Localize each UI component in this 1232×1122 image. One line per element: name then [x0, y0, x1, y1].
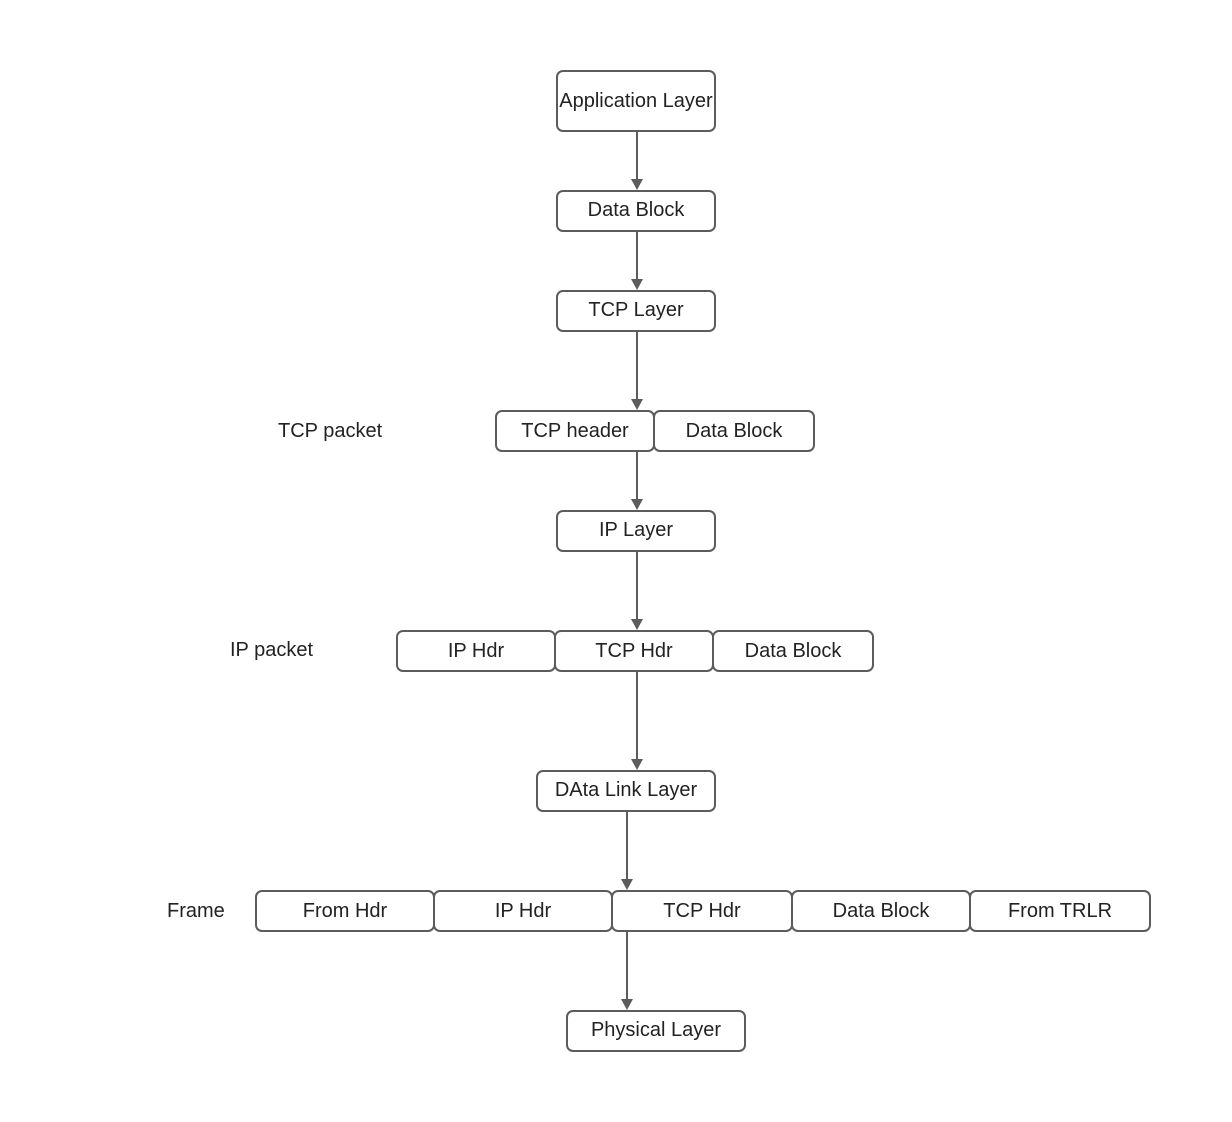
node-data-block[interactable]: Data Block	[556, 190, 716, 232]
arrow-ip-packet-to-data-link	[631, 672, 643, 770]
arrow-head-icon	[621, 999, 633, 1010]
cell-frame-0[interactable]: From Hdr	[255, 890, 435, 932]
arrow-shaft	[626, 932, 628, 1000]
node-data-link-layer[interactable]: DAta Link Layer	[536, 770, 716, 812]
arrow-shaft	[636, 452, 638, 500]
node-label: Physical Layer	[590, 1019, 722, 1042]
arrow-head-icon	[631, 179, 643, 190]
cell-label: Data Block	[685, 419, 783, 442]
cell-label: Data Block	[832, 899, 930, 922]
node-label: TCP Layer	[588, 299, 684, 322]
cell-label: From Hdr	[302, 899, 388, 922]
cell-frame-2[interactable]: TCP Hdr	[611, 890, 793, 932]
arrow-head-icon	[631, 499, 643, 510]
cell-frame-4[interactable]: From TRLR	[969, 890, 1151, 932]
node-label: Data Block	[587, 199, 685, 222]
cell-frame-3[interactable]: Data Block	[791, 890, 971, 932]
strip-tcp-packet: TCP header Data Block	[495, 410, 815, 452]
arrow-shaft	[636, 552, 638, 620]
cell-label: TCP header	[521, 419, 629, 442]
arrow-tcp-packet-to-ip-layer	[631, 452, 643, 510]
arrow-data-block-to-tcp	[631, 232, 643, 290]
cell-tcp-packet-1[interactable]: Data Block	[653, 410, 815, 452]
cell-label: From TRLR	[1007, 899, 1113, 922]
node-label: Application Layer	[559, 90, 713, 112]
node-ip-layer[interactable]: IP Layer	[556, 510, 716, 552]
arrow-shaft	[636, 672, 638, 760]
strip-frame: From Hdr IP Hdr TCP Hdr Data Block From TRLR	[255, 890, 1151, 932]
arrow-app-to-data-block	[631, 132, 643, 190]
arrow-ip-layer-to-ip-packet	[631, 552, 643, 630]
cell-label: TCP Hdr	[663, 899, 741, 922]
arrow-shaft	[636, 332, 638, 400]
arrow-frame-to-physical	[621, 932, 633, 1010]
node-tcp-layer[interactable]: TCP Layer	[556, 290, 716, 332]
arrow-head-icon	[631, 619, 643, 630]
row-label-ip-packet: IP packet	[230, 639, 314, 661]
cell-ip-packet-2[interactable]: Data Block	[712, 630, 874, 672]
row-label-frame: Frame	[167, 900, 225, 922]
arrow-data-link-to-frame	[621, 812, 633, 890]
row-label-tcp-packet: TCP packet	[278, 420, 383, 442]
cell-tcp-packet-0[interactable]: TCP header	[495, 410, 655, 452]
node-physical-layer[interactable]: Physical Layer	[566, 1010, 746, 1052]
arrow-shaft	[636, 132, 638, 180]
cell-ip-packet-0[interactable]: IP Hdr	[396, 630, 556, 672]
cell-label: TCP Hdr	[595, 639, 673, 662]
arrow-head-icon	[621, 879, 633, 890]
cell-frame-1[interactable]: IP Hdr	[433, 890, 613, 932]
cell-label: Data Block	[744, 639, 842, 662]
node-label: DAta Link Layer	[554, 779, 698, 802]
arrow-head-icon	[631, 759, 643, 770]
strip-ip-packet: IP Hdr TCP Hdr Data Block	[396, 630, 874, 672]
cell-ip-packet-1[interactable]: TCP Hdr	[554, 630, 714, 672]
arrow-tcp-layer-to-tcp-packet	[631, 332, 643, 410]
arrow-head-icon	[631, 279, 643, 290]
arrow-head-icon	[631, 399, 643, 410]
cell-label: IP Hdr	[447, 639, 505, 662]
node-application-layer[interactable]: Application Layer	[556, 70, 716, 132]
arrow-shaft	[636, 232, 638, 280]
node-label: IP Layer	[598, 519, 674, 542]
cell-label: IP Hdr	[494, 899, 552, 922]
arrow-shaft	[626, 812, 628, 880]
